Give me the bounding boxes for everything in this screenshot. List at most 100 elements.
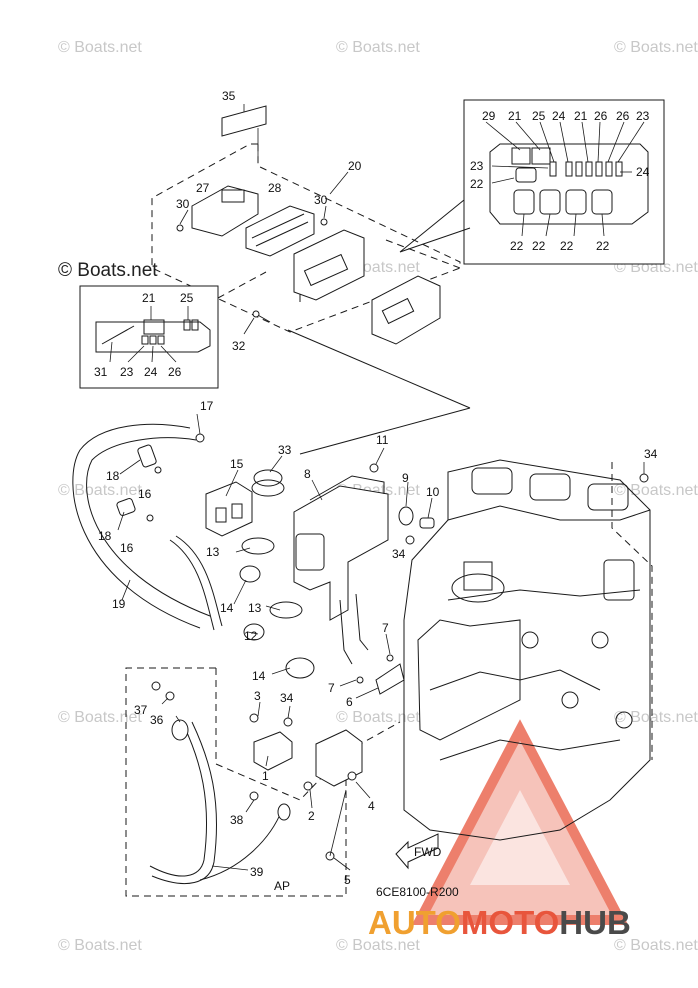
battery-cable xyxy=(149,681,291,884)
callout-22: 22 xyxy=(470,177,484,191)
watermark-text: © Boats.net xyxy=(58,709,142,726)
callout-26: 26 xyxy=(594,109,608,123)
fuse-box-detail-inset xyxy=(79,271,267,389)
callout-29: 29 xyxy=(482,109,496,123)
watermark-text: © Boats.net xyxy=(58,39,142,56)
watermark-text: © Boats.net xyxy=(336,709,420,726)
callout-21: 21 xyxy=(508,109,522,123)
grommet xyxy=(251,469,285,497)
callout-30: 30 xyxy=(314,193,328,207)
callout-14: 14 xyxy=(252,669,266,683)
callout-10: 10 xyxy=(426,485,440,499)
watermark-text: © Boats.net xyxy=(336,39,420,56)
callout-3: 3 xyxy=(254,689,261,703)
callout-18: 18 xyxy=(106,469,120,483)
callout-36: 36 xyxy=(150,713,164,727)
callout-34: 34 xyxy=(280,691,294,705)
ecu-cover xyxy=(245,205,315,257)
callout-15: 15 xyxy=(230,457,244,471)
callout-11: 11 xyxy=(376,433,389,447)
callout-16: 16 xyxy=(138,487,152,501)
watermark-text: © Boats.net xyxy=(614,482,698,499)
ap-label: AP xyxy=(274,879,290,893)
callout-30: 30 xyxy=(176,197,190,211)
callout-labels: 35 20 27 28 30 30 32 21 25 31 23 24 26 2… xyxy=(94,89,658,893)
warning-triangle-logo xyxy=(411,719,629,925)
watermark-text: © Boats.net xyxy=(58,937,142,954)
callout-13: 13 xyxy=(206,545,220,559)
watermark-text: © Boats.net xyxy=(614,709,698,726)
leader-lines xyxy=(117,171,645,871)
ecu-assembly-outline xyxy=(151,128,461,333)
callout-22: 22 xyxy=(560,239,574,253)
callout-12: 12 xyxy=(244,629,258,643)
callout-33: 33 xyxy=(278,443,292,457)
callout-22: 22 xyxy=(596,239,610,253)
label-sticker xyxy=(221,104,267,137)
callout-14: 14 xyxy=(220,601,234,615)
assembly-guide-lines xyxy=(287,329,471,455)
callout-27: 27 xyxy=(196,181,210,195)
callout-22: 22 xyxy=(510,239,524,253)
callout-19: 19 xyxy=(112,597,126,611)
callout-24: 24 xyxy=(144,365,158,379)
fuse-box xyxy=(371,275,441,345)
callout-35: 35 xyxy=(222,89,236,103)
callout-16: 16 xyxy=(120,541,134,555)
ecu-gasket xyxy=(191,185,259,237)
mounting-bracket xyxy=(293,475,389,665)
callout-8: 8 xyxy=(304,467,311,481)
fastener-icons xyxy=(356,463,435,695)
callout-38: 38 xyxy=(230,813,244,827)
callout-25: 25 xyxy=(532,109,546,123)
callout-31: 31 xyxy=(94,365,108,379)
callout-9: 9 xyxy=(402,471,409,485)
harness-left xyxy=(72,423,253,631)
callout-6: 6 xyxy=(346,695,353,709)
drawing-code: 6CE8100-R200 xyxy=(376,885,459,899)
callout-39: 39 xyxy=(250,865,264,879)
callout-5: 5 xyxy=(344,873,351,887)
callout-32: 32 xyxy=(232,339,246,353)
callout-23: 23 xyxy=(636,109,650,123)
callout-20: 20 xyxy=(348,159,362,173)
forward-arrow-icon: FWD xyxy=(395,833,442,870)
wire-clamps xyxy=(239,537,315,679)
fwd-label: FWD xyxy=(414,845,442,859)
starter-relay xyxy=(249,713,363,861)
callout-23: 23 xyxy=(120,365,134,379)
callout-22: 22 xyxy=(532,239,546,253)
brand-part-1: AUTOMOTOHUB xyxy=(368,904,631,941)
ecu-unit xyxy=(293,229,365,302)
callout-2: 2 xyxy=(308,809,315,823)
callout-25: 25 xyxy=(180,291,194,305)
callout-34: 34 xyxy=(644,447,658,461)
callout-1: 1 xyxy=(262,769,269,783)
brand-wordmark: AUTOMOTOHUB xyxy=(368,904,631,941)
watermark-text: © Boats.net xyxy=(614,937,698,954)
engine-block xyxy=(403,459,653,841)
callout-34: 34 xyxy=(392,547,406,561)
watermark-text: © Boats.net xyxy=(336,937,420,954)
callout-18: 18 xyxy=(98,529,112,543)
watermark-text-dark: © Boats.net xyxy=(58,260,158,281)
callout-37: 37 xyxy=(134,703,148,717)
callout-21: 21 xyxy=(574,109,588,123)
callout-7: 7 xyxy=(382,621,389,635)
callout-26: 26 xyxy=(168,365,182,379)
callout-26: 26 xyxy=(616,109,630,123)
callout-23: 23 xyxy=(470,159,484,173)
watermark-text: © Boats.net xyxy=(58,482,142,499)
watermark-text: © Boats.net xyxy=(614,39,698,56)
callout-28: 28 xyxy=(268,181,282,195)
callout-24: 24 xyxy=(636,165,650,179)
callout-24: 24 xyxy=(552,109,566,123)
callout-17: 17 xyxy=(200,399,214,413)
callout-7: 7 xyxy=(328,681,335,695)
callout-13: 13 xyxy=(248,601,262,615)
screw-icons xyxy=(176,218,328,323)
callout-21: 21 xyxy=(142,291,156,305)
callout-4: 4 xyxy=(368,799,375,813)
fuse-box-detail-inset-large xyxy=(399,99,665,265)
